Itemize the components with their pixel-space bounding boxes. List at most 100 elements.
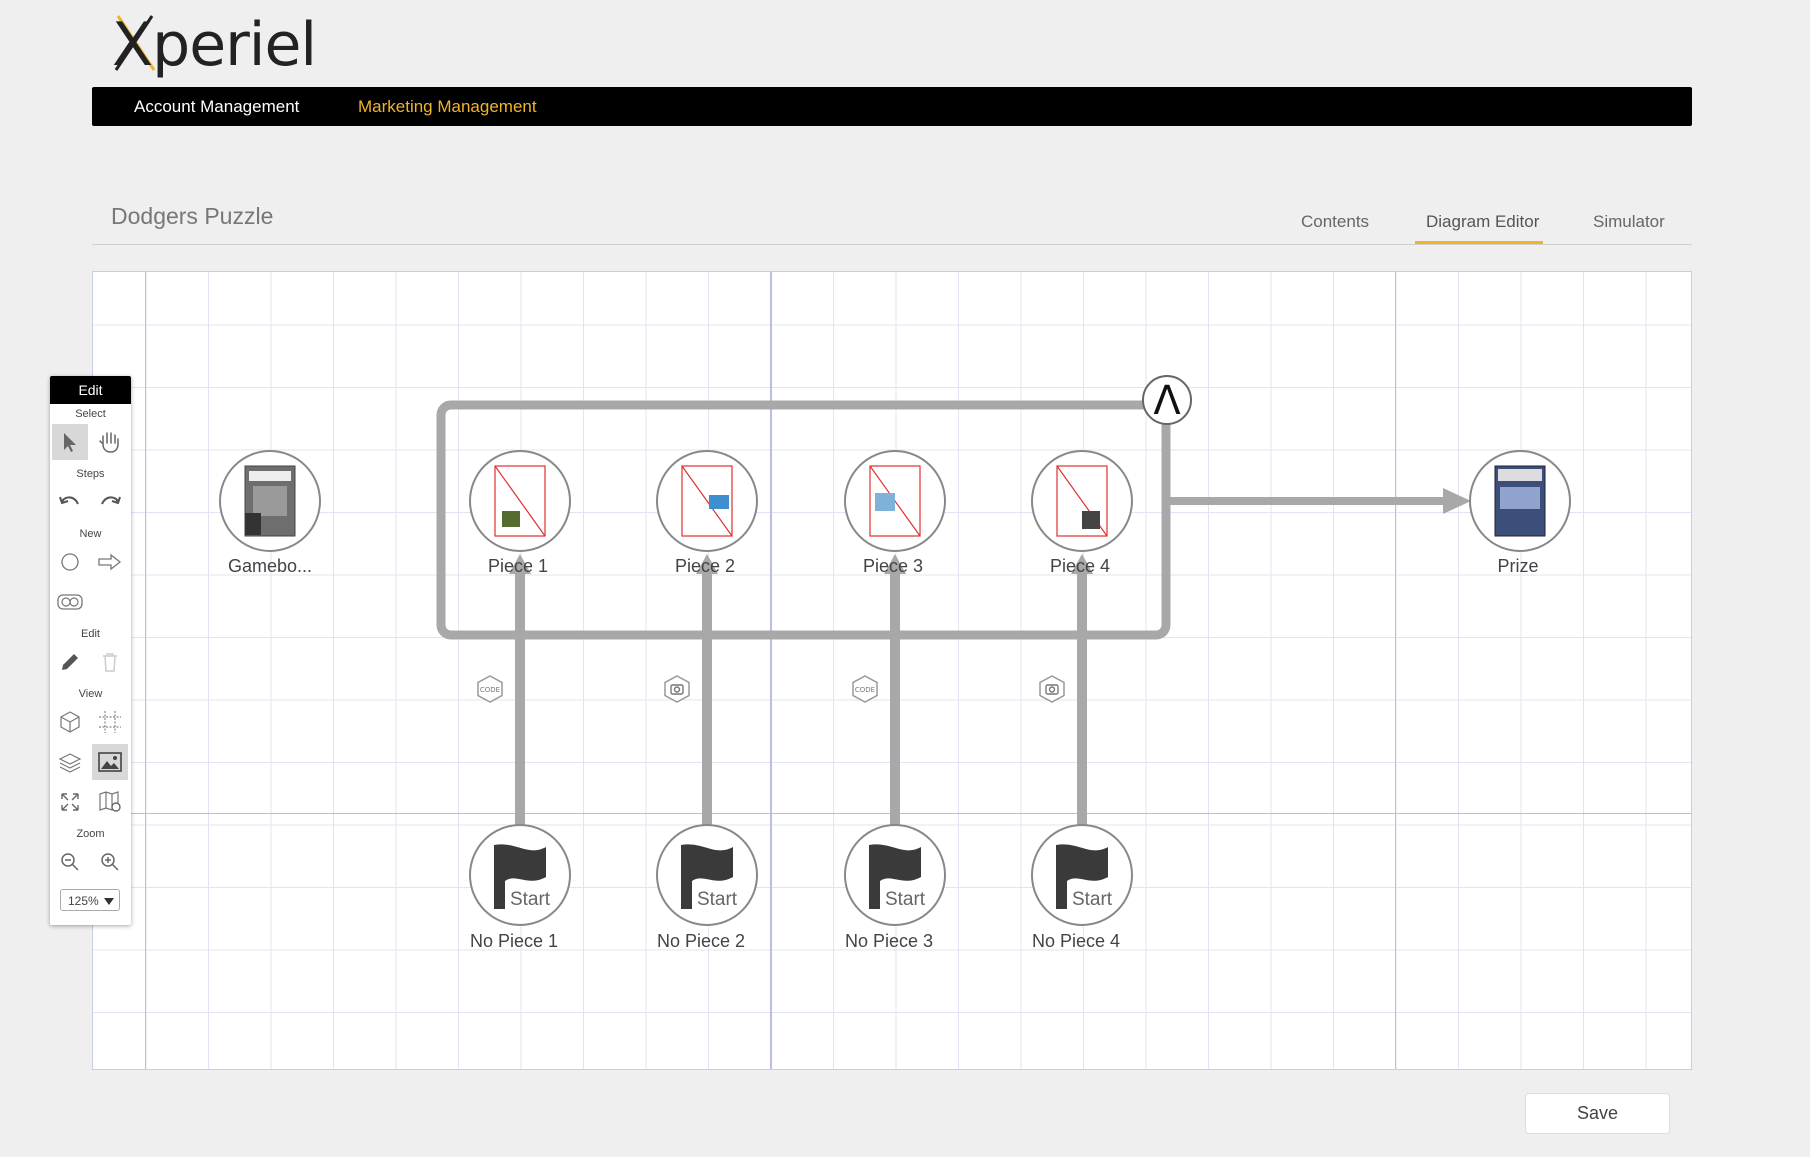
zoom-level-select[interactable]: 125%	[60, 889, 120, 911]
diagram-svg: CODE CODE Λ	[219, 375, 1571, 926]
arrow-right-icon	[98, 553, 122, 571]
circle-node-icon	[61, 553, 79, 571]
tab-bar-divider	[92, 244, 1692, 245]
active-tab-indicator	[1415, 241, 1543, 244]
new-arrow-button[interactable]	[92, 544, 128, 580]
tab-simulator[interactable]: Simulator	[1593, 212, 1665, 231]
top-navigation: Account Management Marketing Management	[92, 87, 1692, 126]
grid-major-line	[1395, 272, 1396, 1069]
toolbar-section-select: Select	[75, 408, 106, 420]
code-trigger-icon[interactable]: CODE	[477, 675, 503, 703]
expand-icon	[61, 793, 79, 811]
grid-major-line	[145, 272, 146, 1069]
start-text-outline: Start	[697, 889, 738, 910]
node-label-piece3: Piece 3	[862, 556, 924, 576]
fit-to-screen-button[interactable]	[52, 784, 88, 820]
node-start-nopiece1[interactable]: Start Start	[469, 824, 571, 926]
puzzle-piece-image	[709, 495, 729, 509]
node-label-nopiece1: No Piece 1	[469, 931, 559, 951]
tab-diagram-editor[interactable]: Diagram Editor	[1426, 212, 1540, 231]
toolbar-section-steps: Steps	[76, 468, 105, 480]
arrow-nopiece2-to-piece2[interactable]	[696, 554, 718, 825]
node-piece2[interactable]	[656, 450, 758, 552]
start-text-outline: Start	[510, 889, 551, 910]
edit-pencil-button[interactable]	[52, 644, 88, 680]
zoom-out-button[interactable]	[52, 844, 88, 880]
code-trigger-icon[interactable]: CODE	[852, 675, 878, 703]
node-label-gamebook: Gamebo...	[227, 556, 313, 576]
node-start-nopiece2[interactable]: Start Start	[656, 824, 758, 926]
edit-toolbar: Edit Select Steps New Edit View	[50, 376, 131, 925]
start-flag-icon	[681, 844, 733, 909]
nav-marketing-management[interactable]: Marketing Management	[358, 97, 537, 116]
node-piece3[interactable]	[844, 450, 946, 552]
node-label-piece4: Piece 4	[1049, 556, 1111, 576]
logo-x-mark	[114, 15, 156, 71]
node-start-nopiece4[interactable]: Start Start	[1031, 824, 1133, 926]
zoom-level-value: 125%	[68, 894, 99, 908]
nav-account-management[interactable]: Account Management	[134, 97, 300, 116]
map-gear-icon	[99, 791, 121, 812]
new-group-button[interactable]	[52, 584, 88, 620]
node-label-nopiece3: No Piece 3	[844, 931, 934, 951]
view-3d-button[interactable]	[52, 704, 88, 740]
view-grid-button[interactable]	[92, 704, 128, 740]
toolbar-section-zoom: Zoom	[76, 828, 105, 840]
diagram-canvas[interactable]: CODE CODE Λ	[92, 271, 1692, 1070]
arrow-nopiece3-to-piece3[interactable]	[884, 554, 906, 825]
select-pointer-button[interactable]	[52, 424, 88, 460]
camera-trigger-icon[interactable]	[1039, 675, 1065, 703]
toolbar-section-view: View	[78, 688, 103, 700]
page-title: Dodgers Puzzle	[111, 203, 274, 229]
start-text-outline: Start	[1072, 889, 1113, 910]
node-gamebook[interactable]	[219, 450, 321, 552]
start-flag-icon	[1056, 844, 1108, 909]
group-node-icon	[57, 594, 83, 610]
start-flag-icon	[494, 844, 546, 909]
code-badge-text: CODE	[855, 686, 875, 694]
save-button[interactable]: Save	[1525, 1093, 1670, 1134]
tab-contents[interactable]: Contents	[1301, 212, 1370, 231]
puzzle-piece-image	[502, 511, 520, 527]
grid-icon	[99, 711, 121, 733]
chevron-down-icon	[104, 898, 114, 905]
puzzle-piece-image	[875, 493, 895, 511]
arrow-to-prize[interactable]	[1166, 488, 1471, 514]
start-text: Start	[885, 889, 926, 910]
layers-icon	[58, 753, 82, 773]
start-flag-icon	[869, 844, 921, 909]
node-label-piece1: Piece 1	[487, 556, 549, 576]
view-images-button[interactable]	[92, 744, 128, 780]
view-layers-button[interactable]	[52, 744, 88, 780]
logo-text: Xperiel	[112, 10, 317, 80]
hand-icon	[99, 432, 119, 453]
arrow-nopiece1-to-piece1[interactable]	[509, 554, 531, 825]
trash-icon	[103, 653, 117, 672]
redo-button[interactable]	[92, 484, 128, 520]
map-settings-button[interactable]	[92, 784, 128, 820]
code-badge-text: CODE	[480, 686, 500, 694]
node-start-nopiece3[interactable]: Start Start	[844, 824, 946, 926]
cube-icon	[60, 711, 80, 733]
start-text-outline: Start	[885, 889, 926, 910]
toolbar-section-edit: Edit	[81, 628, 100, 640]
zoom-in-button[interactable]	[92, 844, 128, 880]
toolbar-section-new: New	[79, 528, 102, 540]
node-label-prize: Prize	[1497, 556, 1539, 576]
undo-button[interactable]	[52, 484, 88, 520]
image-icon	[98, 752, 122, 772]
new-node-button[interactable]	[52, 544, 88, 580]
undo-icon	[59, 496, 79, 505]
arrow-nopiece4-to-piece4[interactable]	[1071, 554, 1093, 825]
and-group-box[interactable]	[436, 400, 1171, 640]
and-gate-node[interactable]: Λ	[1142, 375, 1192, 425]
start-flag-icon	[245, 513, 261, 535]
pan-hand-button[interactable]	[92, 424, 128, 460]
start-text: Start	[1072, 889, 1113, 910]
camera-trigger-icon[interactable]	[664, 675, 690, 703]
delete-button[interactable]	[92, 644, 128, 680]
grid-major-line	[770, 272, 772, 1069]
node-piece4[interactable]	[1031, 450, 1133, 552]
node-piece1[interactable]	[469, 450, 571, 552]
node-prize[interactable]	[1469, 450, 1571, 552]
